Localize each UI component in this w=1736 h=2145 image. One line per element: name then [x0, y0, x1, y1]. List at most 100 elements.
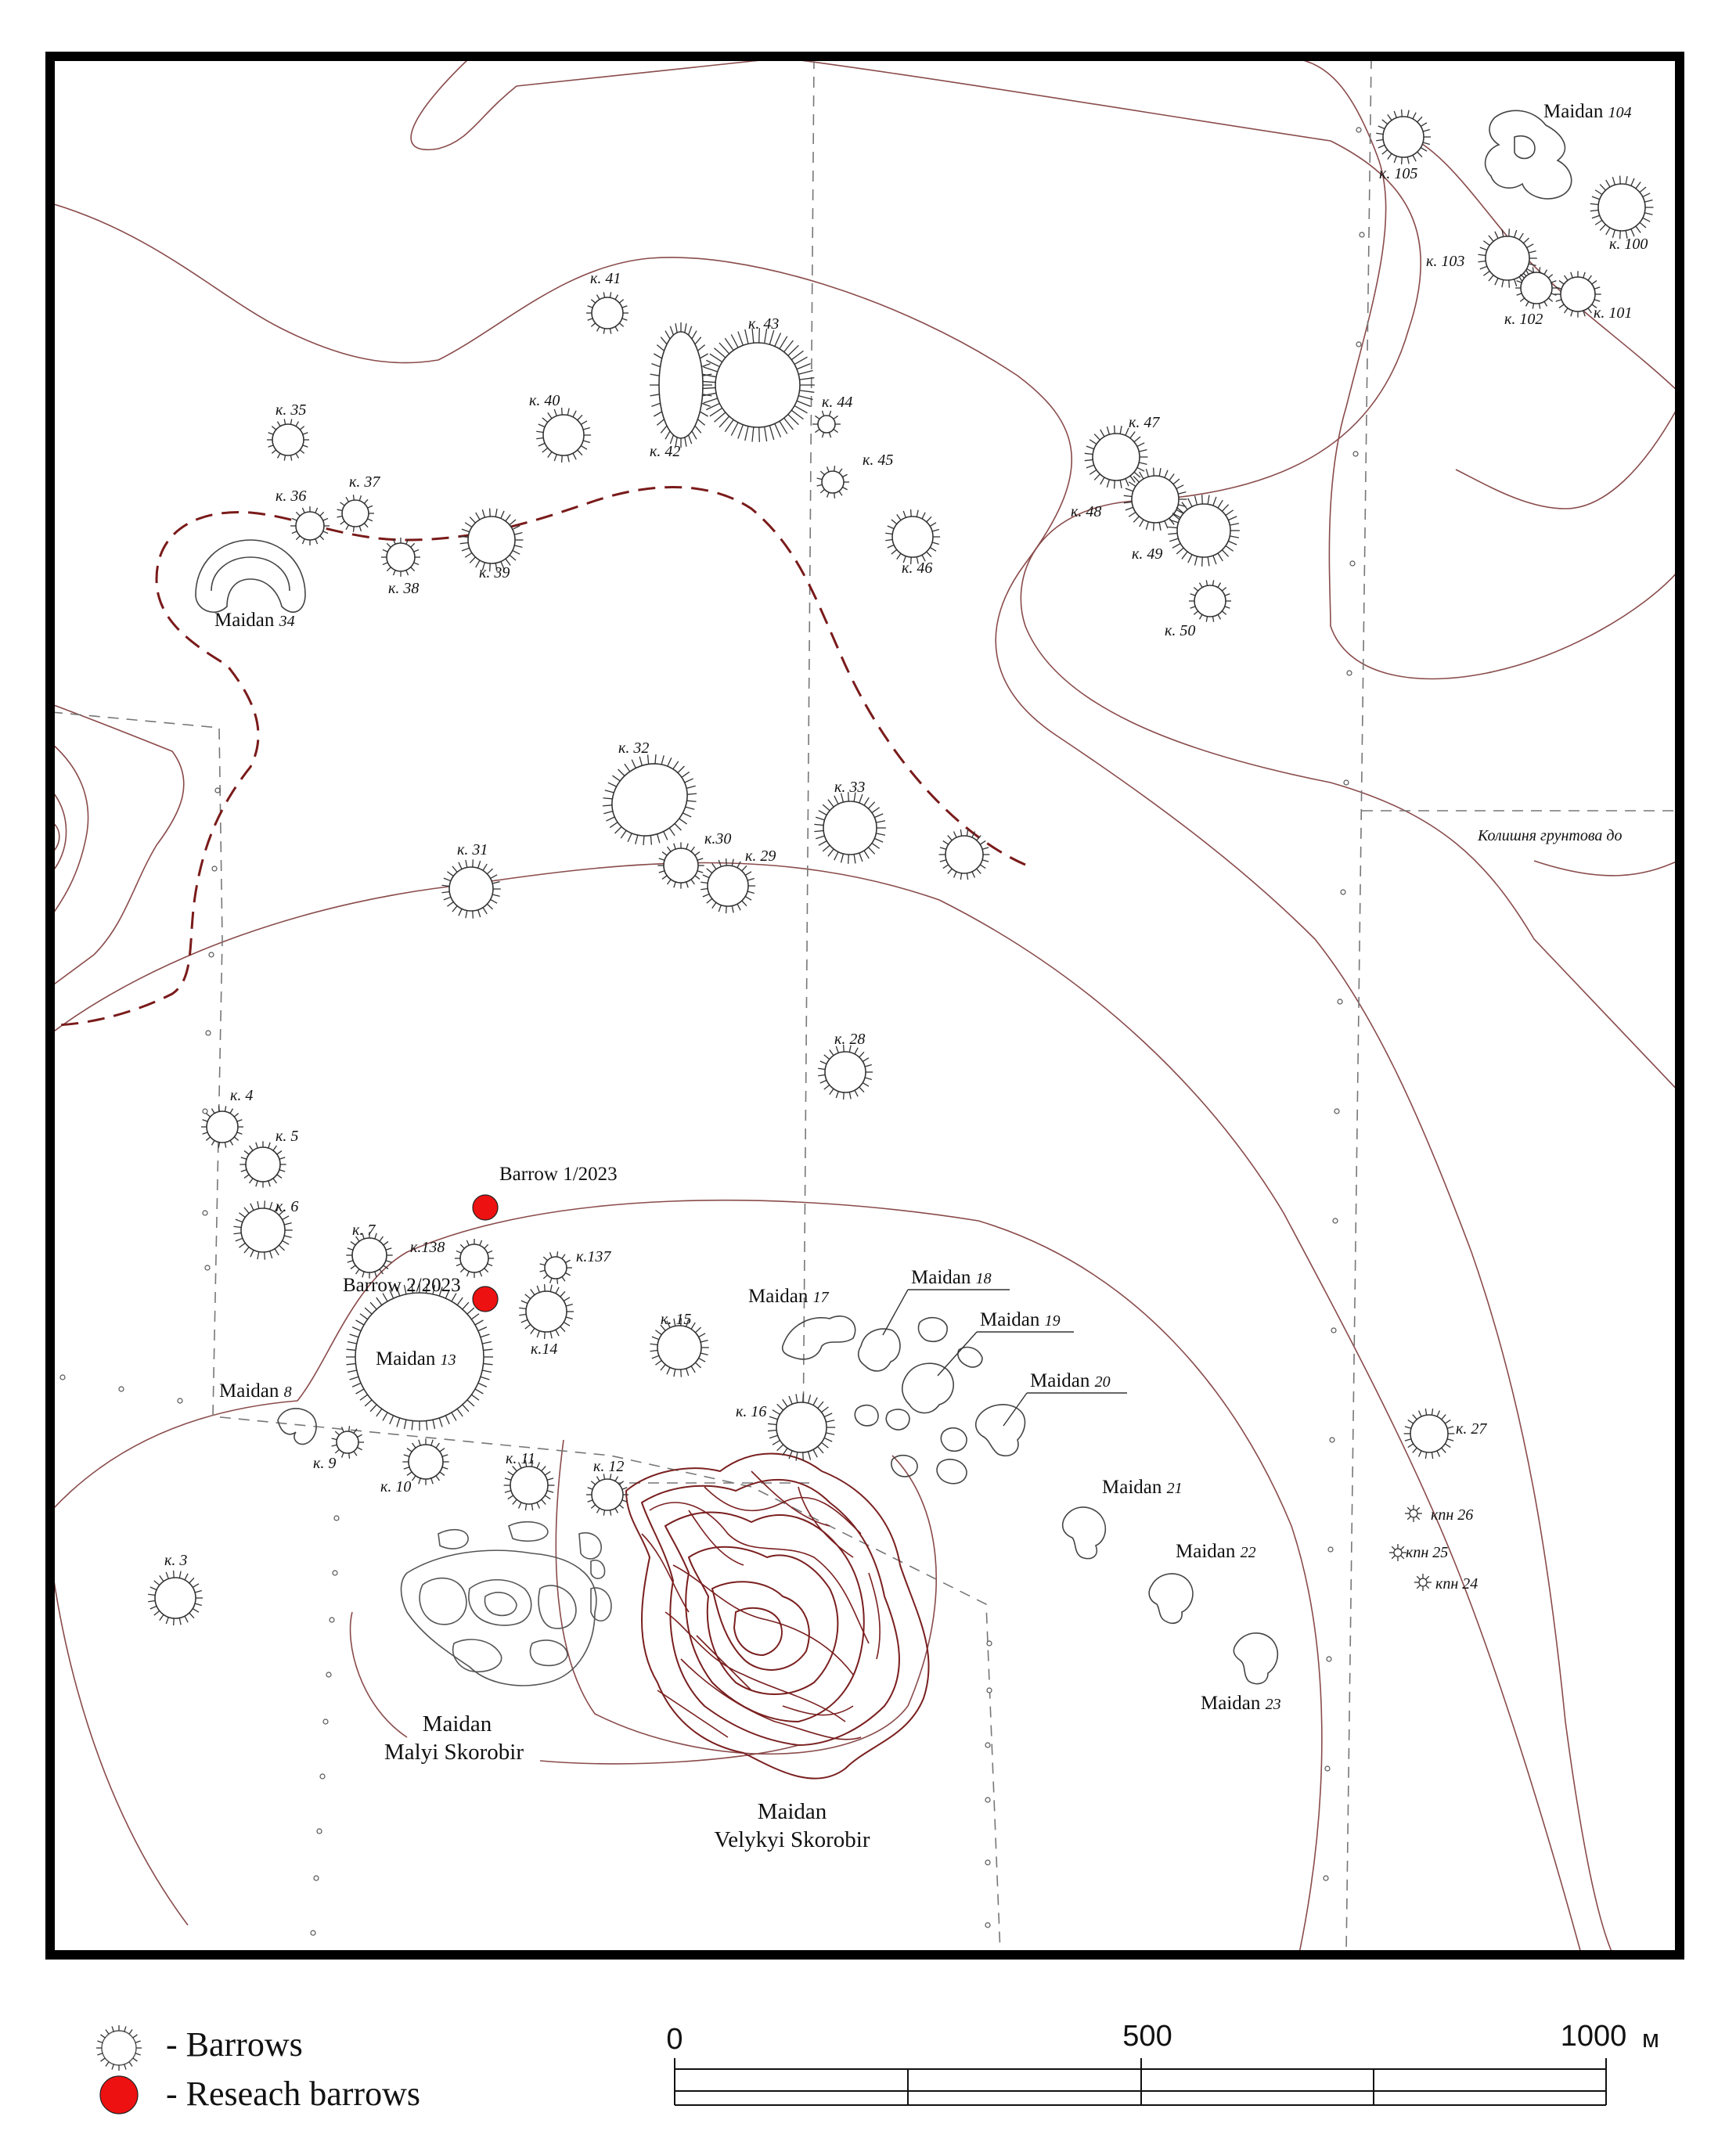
barrow-ray	[481, 562, 486, 570]
barrow-mound[interactable]: к.138	[410, 1239, 494, 1278]
barrow-mound[interactable]: к. 42	[650, 322, 712, 460]
contour-line	[410, 58, 783, 150]
barrow-mound[interactable]: к. 41	[586, 270, 628, 334]
barrow-mound[interactable]: к.14	[519, 1283, 574, 1358]
barrow-mound[interactable]: к. 102	[1504, 267, 1558, 328]
barrow-ray	[507, 1470, 514, 1476]
barrow-mound[interactable]: кпн 25	[1389, 1544, 1448, 1561]
barrow-mound[interactable]: к. 101	[1554, 271, 1632, 322]
barrow-mound[interactable]: к. 37	[337, 473, 381, 532]
barrow-mound[interactable]: к. 6	[233, 1198, 298, 1260]
barrow-ray	[1514, 279, 1518, 287]
barrow-ray	[1591, 280, 1597, 285]
barrow-mound[interactable]: к. 48	[1071, 467, 1187, 531]
barrow-mound[interactable]: к. 7	[346, 1222, 393, 1279]
barrow-ray	[358, 525, 362, 532]
barrow-mound[interactable]: к. 36	[276, 488, 330, 545]
barrow-mound[interactable]: к.137	[539, 1248, 612, 1284]
barrow-ray	[549, 1252, 553, 1258]
barrow-ray	[864, 1064, 872, 1067]
barrow-mound[interactable]: к. 29	[701, 848, 776, 914]
barrow-mound[interactable]: к. 15	[650, 1311, 709, 1377]
barrow-ray	[482, 863, 488, 871]
barrow-ray	[128, 2029, 133, 2035]
barrow-mound[interactable]: к. 100	[1590, 175, 1654, 253]
barrow-ray	[269, 1251, 273, 1259]
barrow-ray	[291, 531, 297, 534]
barrow-ray	[1225, 509, 1234, 516]
barrow-mound[interactable]: к. 105	[1376, 109, 1432, 182]
barrow-ray	[396, 1287, 401, 1297]
barrow-mound[interactable]: к. 16	[736, 1393, 836, 1462]
barrow-mound[interactable]: кпн 26	[1405, 1505, 1473, 1524]
barrow-mound[interactable]: к. 12	[586, 1458, 628, 1516]
barrow-mound[interactable]: к. 43	[701, 315, 815, 442]
barrow-mound[interactable]: к. 10	[380, 1438, 449, 1495]
barrow-ray	[590, 1481, 596, 1485]
barrow-mound[interactable]: к. 31	[441, 841, 501, 919]
barrow-ray	[340, 502, 345, 506]
barrow-ray	[359, 1313, 369, 1320]
research-barrow-1[interactable]	[472, 1194, 499, 1221]
barrow-mound[interactable]: к. 28	[818, 1031, 873, 1100]
barrow-ray	[405, 538, 409, 545]
barrow-ray	[690, 879, 695, 885]
barrow-mound[interactable]	[938, 829, 990, 880]
barrow-mound[interactable]: к. 9	[313, 1426, 364, 1472]
barrow-mound[interactable]: к. 38	[381, 538, 420, 597]
barrow-ray	[821, 1406, 829, 1413]
barrow-ray	[295, 535, 301, 541]
barrow-mound[interactable]: к. 11	[503, 1450, 555, 1511]
barrow-mound[interactable]: к. 46	[885, 509, 941, 577]
barrow-mound[interactable]: к. 27	[1403, 1408, 1488, 1459]
barrow-ray	[403, 1284, 407, 1294]
barrow-ray	[577, 449, 583, 456]
barrow-mound[interactable]: к. 50	[1165, 580, 1231, 639]
barrow-ray	[834, 795, 839, 804]
barrow-ray	[661, 755, 665, 765]
barrow-ray	[500, 561, 505, 570]
barrow-ray	[567, 455, 570, 462]
barrow-ray	[272, 1145, 277, 1151]
barrow-ray	[685, 806, 695, 810]
dot	[310, 1930, 316, 1936]
mound-contour	[733, 1607, 783, 1657]
barrow-mound[interactable]: к. 44	[812, 394, 852, 438]
barrow-ray	[1133, 476, 1140, 483]
barrow-ray	[348, 1426, 351, 1432]
barrow-label: к. 38	[388, 580, 419, 597]
barrow-label: к. 15	[661, 1311, 691, 1328]
barrow-ray	[1551, 293, 1557, 296]
barrow-ray	[1412, 112, 1417, 120]
barrow-mound[interactable]: к. 33	[814, 779, 886, 864]
research-barrow-2[interactable]	[472, 1286, 499, 1312]
barrow-ray	[1168, 532, 1178, 535]
barrow-ray	[921, 512, 926, 520]
barrow-mound[interactable]: к. 47	[1084, 414, 1161, 489]
barrow-ray	[517, 1502, 522, 1509]
barrow-mound[interactable]: к. 49	[1132, 495, 1240, 567]
malyi-piece	[438, 1528, 469, 1549]
barrow-mound[interactable]: к. 5	[240, 1128, 298, 1188]
barrow-ray	[439, 1471, 445, 1476]
barrow-mound[interactable]: кпн 24	[1414, 1574, 1478, 1593]
barrow-ray	[1590, 209, 1599, 212]
barrow-ray	[694, 1362, 701, 1369]
maidan-13-mound[interactable]	[346, 1283, 493, 1431]
barrow-ray	[1187, 498, 1193, 507]
barrow-ray	[828, 410, 832, 416]
barrow-mound[interactable]: к. 45	[816, 452, 894, 498]
barrow-ray	[549, 1277, 553, 1283]
barrow-mound[interactable]: к. 103	[1426, 229, 1537, 288]
barrow-mound[interactable]: к. 3	[148, 1552, 203, 1626]
barrow-rays	[586, 292, 628, 334]
barrow-mound[interactable]: к. 4	[201, 1087, 253, 1148]
barrow-mound[interactable]: к. 39	[459, 508, 524, 581]
barrow-ray	[590, 299, 596, 304]
barrow-ray	[236, 1119, 243, 1122]
barrow-mound[interactable]: к.30	[657, 830, 731, 889]
barrow-mound[interactable]: к. 32	[585, 736, 715, 864]
barrow-label: к. 10	[380, 1478, 411, 1495]
barrow-mound[interactable]: к. 35	[267, 401, 309, 461]
barrow-mound[interactable]: к. 40	[529, 392, 592, 463]
